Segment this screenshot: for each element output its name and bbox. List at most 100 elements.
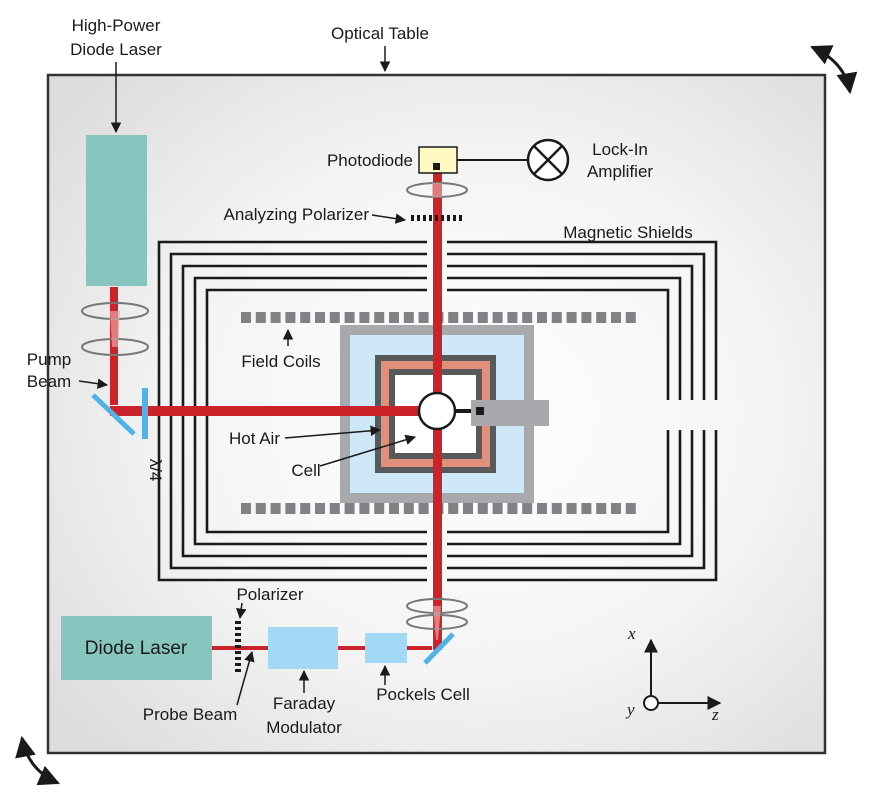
- coil-segment: [492, 503, 503, 514]
- coil-segment: [389, 503, 399, 514]
- label-faraday-1: Faraday: [273, 694, 336, 713]
- coil-segment: [270, 312, 281, 323]
- label-axis-y: y: [625, 700, 635, 719]
- coil-segment: [300, 503, 311, 514]
- label-field-coils: Field Coils: [241, 352, 320, 371]
- label-pump-beam-2: Beam: [27, 372, 71, 391]
- photodiode-sensor: [433, 163, 440, 170]
- coil-segment: [359, 503, 370, 514]
- label-pockels-cell: Pockels Cell: [376, 685, 470, 704]
- coil-segment: [448, 312, 459, 323]
- label-analyzing-polarizer: Analyzing Polarizer: [223, 205, 369, 224]
- label-cell: Cell: [291, 461, 320, 480]
- label-pump-beam-1: Pump: [27, 350, 71, 369]
- coil-segment: [300, 312, 311, 323]
- polarizer-dash: [417, 215, 420, 221]
- coil-segment: [581, 312, 592, 323]
- coil-segment: [255, 503, 266, 514]
- polarizer-dash: [429, 215, 432, 221]
- label-faraday-2: Modulator: [266, 718, 342, 737]
- coil-segment: [596, 312, 607, 323]
- label-lock-in-1: Lock-In: [592, 140, 648, 159]
- coil-segment: [403, 312, 414, 323]
- coil-segment: [403, 503, 414, 514]
- coil-segment: [477, 503, 488, 514]
- polarizer-dash: [235, 621, 241, 624]
- high-power-diode-laser: [86, 135, 147, 286]
- polarizer-dash: [411, 215, 414, 221]
- coil-segment: [285, 503, 296, 514]
- label-lambda-quarter: λ/4: [146, 459, 165, 482]
- polarizer: [235, 621, 241, 672]
- label-magnetic-shields: Magnetic Shields: [563, 223, 692, 242]
- coil-segment: [448, 503, 459, 514]
- vapor-cell: [417, 391, 457, 431]
- lock-in-amplifier-icon: [526, 138, 570, 182]
- field-coils: [241, 312, 636, 514]
- label-diode-laser: Diode Laser: [85, 638, 188, 659]
- polarizer-dash: [235, 651, 241, 654]
- polarizer-dash: [235, 639, 241, 642]
- coil-segment: [463, 312, 473, 323]
- coil-segment: [477, 312, 488, 323]
- polarizer-dash: [235, 669, 241, 672]
- coil-segment: [625, 312, 636, 323]
- polarizer-dash: [459, 215, 462, 221]
- coil-segment: [359, 312, 370, 323]
- coil-segment: [522, 503, 533, 514]
- coil-segment: [389, 312, 399, 323]
- coil-segment: [329, 312, 340, 323]
- detection-focus-cone: [432, 183, 442, 197]
- coil-segment: [611, 503, 621, 514]
- polarizer-dash: [235, 657, 241, 660]
- coil-segment: [418, 503, 429, 514]
- pump-beam-horizontal: [110, 406, 420, 416]
- coil-segment: [270, 503, 281, 514]
- analyzing-polarizer: [411, 215, 462, 221]
- coil-segment: [344, 503, 355, 514]
- coil-segment: [374, 503, 385, 514]
- coordinate-axes: [643, 638, 722, 711]
- cell-stem-end: [476, 407, 484, 415]
- faraday-modulator: [268, 627, 338, 669]
- coil-segment: [255, 312, 266, 323]
- polarizer-dash: [235, 663, 241, 666]
- probe-mirror: [423, 632, 455, 665]
- polarizer-dash: [235, 633, 241, 636]
- polarizer-dash: [447, 215, 450, 221]
- label-photodiode: Photodiode: [327, 151, 413, 170]
- coil-segment: [522, 312, 533, 323]
- coil-segment: [374, 312, 385, 323]
- coil-segment: [344, 312, 355, 323]
- pockels-cell: [365, 633, 407, 663]
- coil-segment: [551, 503, 562, 514]
- probe-focus-cone: [433, 606, 441, 640]
- leader-arrows: [78, 46, 417, 706]
- polarizer-dash: [453, 215, 456, 221]
- pump-focus-cone: [110, 311, 120, 347]
- coil-segment: [551, 312, 562, 323]
- coil-segment: [315, 503, 325, 514]
- polarizer-dash: [423, 215, 426, 221]
- coil-segment: [329, 503, 340, 514]
- coil-segment: [537, 312, 547, 323]
- coil-segment: [566, 312, 577, 323]
- coil-segment: [611, 312, 621, 323]
- coil-segment: [537, 503, 547, 514]
- label-probe-beam: Probe Beam: [143, 705, 238, 724]
- rotation-arrow-top-right-icon: [810, 45, 858, 95]
- coil-segment: [241, 312, 251, 323]
- diode-laser: [61, 616, 212, 680]
- polarizer-dash: [441, 215, 444, 221]
- quarter-wave-plate: [142, 388, 148, 439]
- label-axis-x: x: [627, 624, 636, 643]
- label-high-power-laser-2: Diode Laser: [70, 40, 162, 59]
- coil-segment: [507, 503, 518, 514]
- coil-segment: [315, 312, 325, 323]
- polarizer-dash: [435, 215, 438, 221]
- cell-stem: [454, 409, 484, 413]
- label-axis-z: z: [711, 705, 719, 724]
- coil-segment: [581, 503, 592, 514]
- label-polarizer: Polarizer: [236, 585, 303, 604]
